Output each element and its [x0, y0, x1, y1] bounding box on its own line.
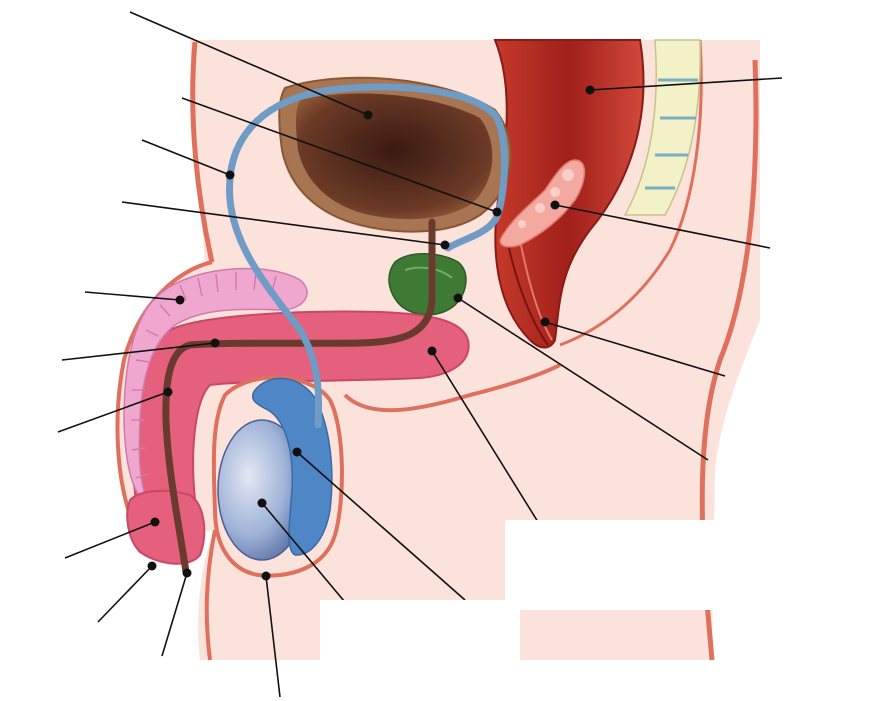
leader-line-9 [98, 566, 152, 622]
prostate [389, 254, 466, 315]
glans [127, 491, 204, 564]
blank-label-area [505, 520, 720, 610]
leader-line-10 [162, 573, 187, 656]
blank-label-area-bottom [320, 600, 520, 670]
